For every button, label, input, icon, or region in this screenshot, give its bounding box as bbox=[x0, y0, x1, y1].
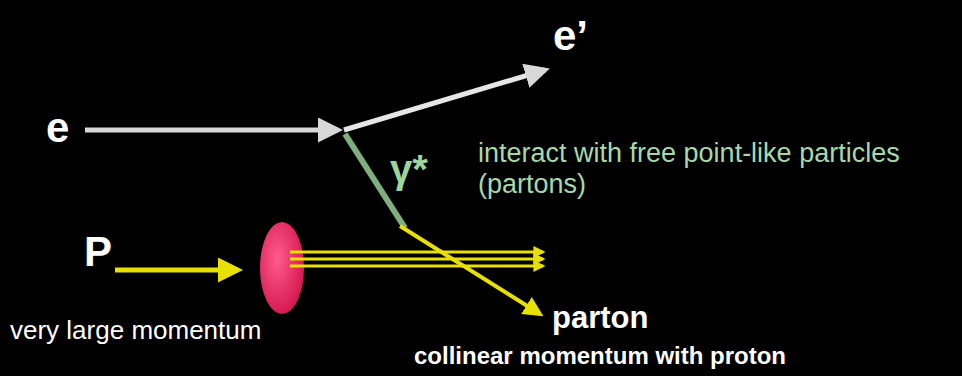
spectator-parton-line bbox=[290, 258, 543, 261]
particle-label: e bbox=[46, 104, 69, 152]
particle-label: P bbox=[84, 228, 112, 276]
proton-beam-line bbox=[115, 268, 238, 273]
struck-parton-line bbox=[400, 226, 540, 314]
annotation-text: collinear momentum with proton bbox=[414, 342, 786, 370]
annotation-text: interact with free point-like particles … bbox=[478, 138, 928, 200]
incoming-electron-line bbox=[85, 128, 338, 133]
proton-ellipse bbox=[260, 222, 304, 314]
scattered-electron-line bbox=[344, 70, 545, 130]
particle-label: parton bbox=[552, 300, 648, 336]
annotation-text: very large momentum bbox=[10, 316, 261, 346]
particle-label: e’ bbox=[553, 12, 588, 60]
spectator-parton-line bbox=[290, 251, 543, 254]
particle-label: γ* bbox=[390, 146, 428, 192]
spectator-parton-line bbox=[290, 265, 543, 268]
